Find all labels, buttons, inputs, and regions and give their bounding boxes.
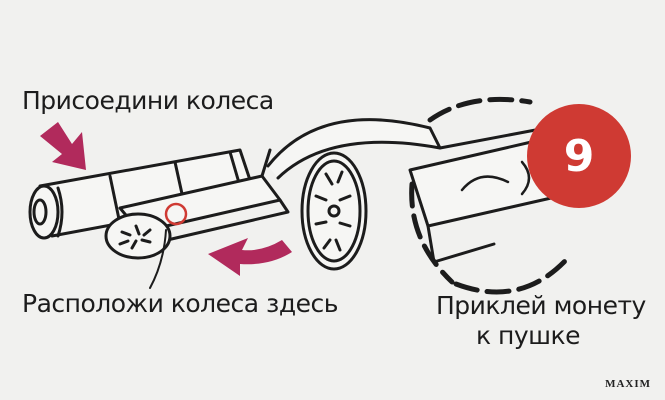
brand-logo: MAXIM [605, 378, 651, 390]
step-number-badge: 9 [527, 104, 631, 208]
cannon-barrel [28, 148, 258, 240]
arrow-place-icon [208, 238, 292, 276]
marker-pointer-line [149, 229, 167, 289]
detail-connector [266, 118, 442, 180]
step-number: 9 [563, 130, 595, 182]
place-wheels-label: Расположи колеса здесь [22, 289, 338, 318]
wheel-position-marker [164, 202, 188, 226]
attach-wheels-label: Присоедини колеса [22, 86, 274, 115]
glue-coin-label-line2: к пушке [475, 321, 581, 350]
arrow-attach-icon [40, 122, 86, 170]
large-wheel [300, 151, 368, 271]
detail-circle [408, 96, 569, 295]
glue-coin-label: Приклей монету к пушке [436, 291, 646, 351]
small-wheel [104, 212, 172, 260]
glue-coin-label-line1: Приклей монету [436, 291, 646, 320]
